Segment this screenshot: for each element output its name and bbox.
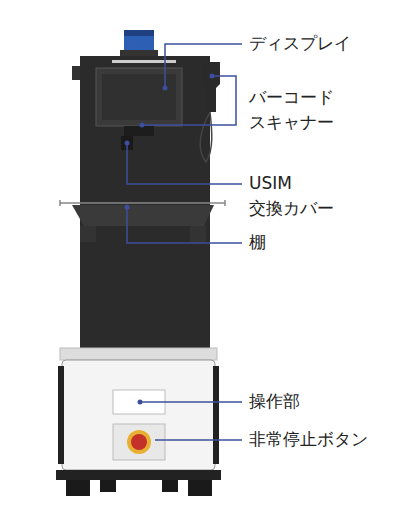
base-trim [58, 366, 64, 464]
base-housing [62, 360, 215, 470]
wheel [162, 480, 178, 492]
part-label: 操作部 [249, 389, 300, 414]
part-label: USIM 交換カバー [249, 171, 334, 221]
barcode-scanner [202, 62, 220, 112]
part-label: 非常停止ボタン [249, 427, 368, 452]
leader-line [155, 439, 242, 441]
part-label: バーコード スキャナー [249, 85, 334, 135]
wheel [188, 480, 212, 496]
part-label: 棚 [249, 230, 266, 255]
shelf-bracket [190, 226, 206, 242]
leader-line [142, 76, 236, 125]
lidar-top [124, 30, 154, 36]
leader-lines [127, 44, 242, 440]
leader-line [127, 143, 242, 184]
emergency-ring [127, 430, 151, 454]
leader-line [127, 207, 242, 243]
display-mount [124, 126, 154, 136]
base-top [60, 348, 217, 360]
emergency-plate [113, 424, 165, 460]
leader-dot [140, 123, 145, 128]
shelf [72, 205, 214, 226]
shelf-bracket [80, 226, 96, 242]
lidar-base [120, 50, 158, 56]
leader-dots [125, 74, 215, 405]
leader-dot [125, 141, 130, 146]
leader-dot [138, 400, 143, 405]
base-trim [213, 366, 219, 464]
leader-dot [210, 74, 215, 79]
part-label: ディスプレイ [249, 31, 351, 56]
emergency-button [131, 434, 147, 450]
display-screen [96, 68, 182, 126]
base-bottom [56, 470, 221, 480]
robot-body [80, 56, 210, 348]
side-knob [72, 66, 80, 80]
top-slot [112, 60, 176, 63]
leader-line [165, 44, 242, 88]
leader-dot [163, 86, 168, 91]
wheel [66, 480, 90, 496]
wheel [100, 480, 116, 492]
scanner-cable [200, 112, 212, 162]
leader-dot [125, 205, 130, 210]
leader-line [140, 401, 242, 403]
